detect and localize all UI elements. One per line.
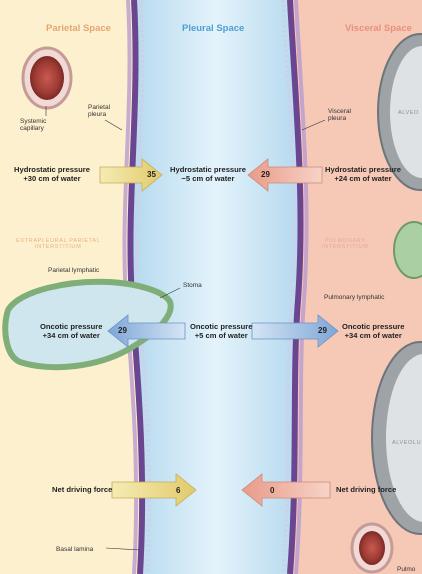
visceral-hydrostatic-pressure: Hydrostatic pressure +24 cm of water (325, 166, 401, 183)
net-driving-force-left-value: 6 (176, 486, 180, 495)
pulmonary-interstitium-label: PULMONARY INTERSTITIUM (322, 238, 368, 251)
alveolus-top-label: ALVEO (398, 110, 419, 116)
parietal-lymphatic-label: Parietal lymphatic (48, 267, 99, 274)
hydrostatic-left-value: 35 (147, 170, 156, 179)
pulmonary-lymphatic-label: Pulmonary lymphatic (324, 294, 384, 301)
parietal-space-title: Parietal Space (46, 24, 111, 35)
parietal-hydrostatic-pressure: Hydrostatic pressure +30 cm of water (14, 166, 90, 183)
hydrostatic-right-value: 29 (261, 170, 270, 179)
basal-lamina-label: Basal lamina (56, 546, 93, 553)
stoma-label: Stoma (183, 282, 202, 289)
pulmonary-capillary-label: Pulmo (397, 566, 415, 573)
alveolus-bottom-label: ALVEOLU (392, 440, 421, 446)
visceral-space-title: Visceral Space (345, 24, 412, 35)
net-driving-force-left-label: Net driving force (52, 486, 112, 495)
oncotic-right-value: 29 (318, 326, 327, 335)
pleural-oncotic-pressure: Oncotic pressure +5 cm of water (190, 323, 252, 340)
parietal-pleura-label: Parietal pleura (88, 104, 110, 119)
visceral-oncotic-pressure: Oncotic pressure +34 cm of water (342, 323, 404, 340)
oncotic-left-value: 29 (118, 326, 127, 335)
visceral-pleura-label: Visceral pleura (328, 108, 351, 123)
systemic-capillary-label: Systemic capillary (20, 118, 46, 133)
extrapleural-interstitium-label: EXTRAPLEURAL PARIETAL INTERSTITIUM (16, 238, 100, 251)
pleural-space-title: Pleural Space (182, 24, 244, 35)
net-driving-force-right-value: 0 (270, 486, 274, 495)
net-driving-force-right-label: Net driving force (336, 486, 396, 495)
parietal-oncotic-pressure: Oncotic pressure +34 cm of water (40, 323, 102, 340)
pleural-hydrostatic-pressure: Hydrostatic pressure −5 cm of water (170, 166, 246, 183)
